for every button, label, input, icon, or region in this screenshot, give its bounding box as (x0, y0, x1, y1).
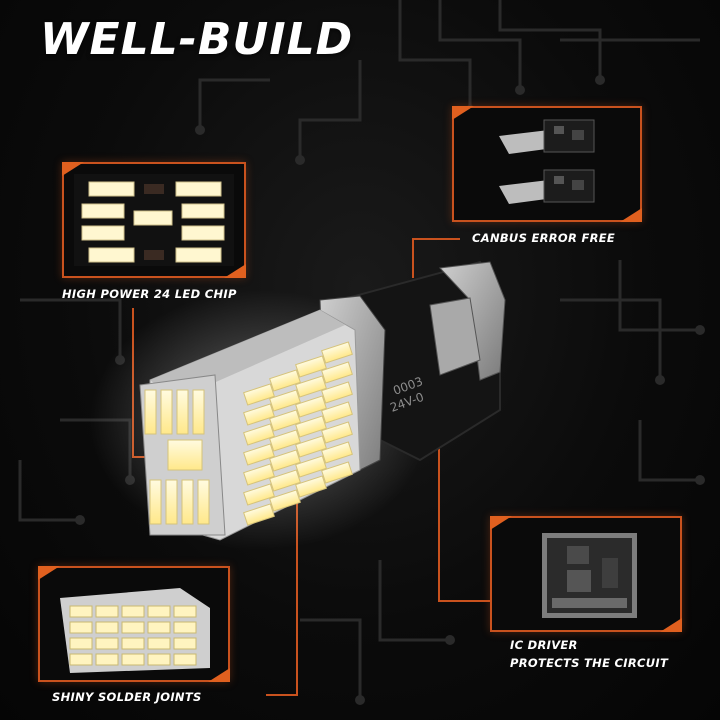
solder-label: SHINY SOLDER JOINTS (52, 690, 202, 704)
led-chip (295, 355, 327, 378)
solder-led-chip (147, 621, 171, 634)
solder-led-chip (69, 621, 93, 634)
page-title: WELL-BUILD (40, 14, 354, 65)
led-chip (269, 449, 301, 472)
led-chip (295, 435, 327, 458)
led-chip (295, 415, 327, 438)
ic-driver-label: IC DRIVER PROTECTS THE CIRCUIT (510, 636, 668, 672)
led-chip (243, 443, 275, 466)
led-chip (176, 389, 189, 435)
solder-led-chip (121, 621, 145, 634)
led-chip (243, 503, 275, 526)
solder-led-chip (95, 621, 119, 634)
solder-led-chip (173, 637, 197, 650)
solder-led-chip (69, 653, 93, 666)
solder-led-chip (173, 621, 197, 634)
led-chip (295, 395, 327, 418)
led-chip (295, 455, 327, 478)
connector-line-canbus-v (412, 238, 414, 278)
led-chip (243, 463, 275, 486)
led-chip (149, 479, 162, 525)
led-chip (144, 389, 157, 435)
solder-led-chip (95, 653, 119, 666)
led-chip (243, 403, 275, 426)
led-chip (321, 361, 353, 384)
solder-led-chip (121, 637, 145, 650)
led-chip (243, 383, 275, 406)
led-chip-label: HIGH POWER 24 LED CHIP (62, 287, 237, 301)
solder-led-chip (69, 605, 93, 618)
led-chip (321, 441, 353, 464)
connector-line-solder-h (266, 694, 298, 696)
led-chip (321, 401, 353, 424)
led-chip (321, 421, 353, 444)
connector-line-ic-h (438, 600, 490, 602)
ic-driver-frame (490, 516, 682, 632)
canbus-closeup (499, 119, 595, 204)
solder-led-chip (147, 653, 171, 666)
led-chip (192, 389, 205, 435)
led-chip (269, 489, 301, 512)
led-chip (167, 439, 203, 471)
led-chip (269, 369, 301, 392)
led-chip (160, 389, 173, 435)
led-chip-frame (62, 162, 246, 278)
connector-line-solder (296, 500, 298, 696)
solder-closeup (60, 588, 210, 673)
solder-led-chip (147, 605, 171, 618)
connector-line-canbus (412, 238, 460, 240)
led-chip (321, 381, 353, 404)
led-chip (197, 479, 210, 525)
solder-led-chip (121, 653, 145, 666)
solder-led-chip (95, 605, 119, 618)
led-chip-closeup (74, 174, 234, 266)
led-chip (243, 423, 275, 446)
led-chip (321, 341, 353, 364)
solder-frame (38, 566, 230, 682)
solder-led-chip (147, 637, 171, 650)
canbus-frame (452, 106, 642, 222)
led-chip (269, 409, 301, 432)
solder-led-chip (95, 637, 119, 650)
led-chip (165, 479, 178, 525)
ic-driver-label-line2: PROTECTS THE CIRCUIT (510, 656, 669, 670)
solder-led-chip (173, 653, 197, 666)
led-chip (295, 375, 327, 398)
led-chip (269, 429, 301, 452)
canbus-label: CANBUS ERROR FREE (472, 231, 616, 245)
ic-driver-label-line1: IC DRIVER (510, 638, 578, 652)
led-chip (295, 475, 327, 498)
led-chip (321, 461, 353, 484)
ic-driver-closeup (542, 533, 637, 618)
led-chip (269, 469, 301, 492)
led-chip (269, 389, 301, 412)
connector-line-ic (438, 440, 440, 602)
solder-led-chip (69, 637, 93, 650)
solder-led-chip (121, 605, 145, 618)
solder-led-chip (173, 605, 197, 618)
led-chip (181, 479, 194, 525)
led-chip (243, 483, 275, 506)
